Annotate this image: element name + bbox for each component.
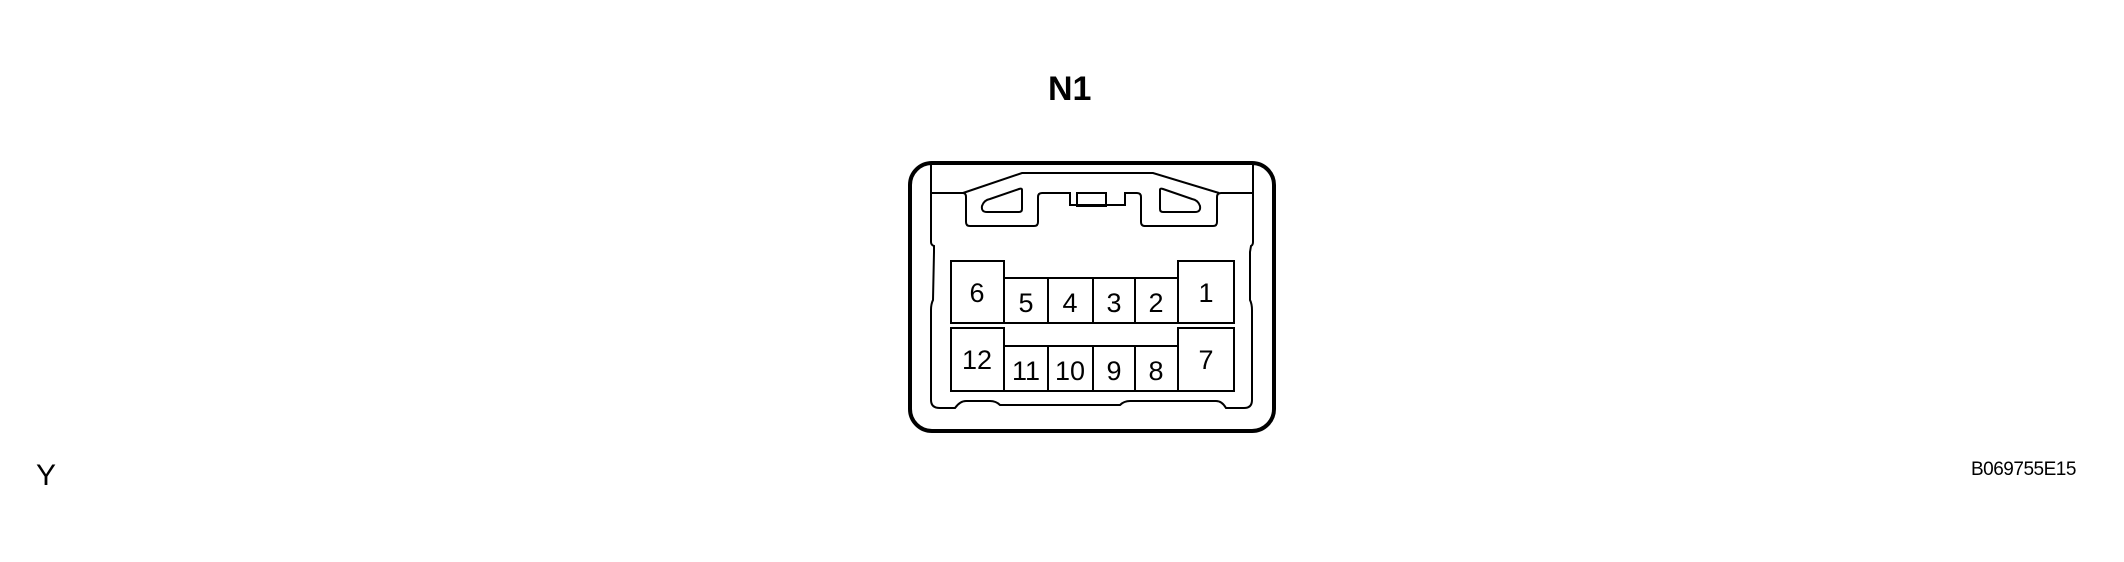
pin-label-11: 11: [1012, 356, 1040, 386]
pin-label-2: 2: [1148, 288, 1163, 318]
figure-code: B069755E15: [1971, 459, 2076, 480]
pin-label-10: 10: [1055, 356, 1085, 386]
pin-7: [1177, 327, 1235, 392]
latch-center-tab: [1076, 192, 1107, 207]
pin-label-12: 12: [962, 345, 992, 375]
pin-label-6: 6: [969, 278, 984, 308]
connector-inner-outline: [930, 163, 1254, 409]
pin-label-4: 4: [1062, 288, 1077, 318]
latch-right-window: [1159, 187, 1202, 213]
connector-color-code: Y: [36, 459, 57, 492]
pin-label-7: 7: [1198, 345, 1213, 375]
pin-label-3: 3: [1106, 288, 1121, 318]
pin-1: [1177, 260, 1235, 324]
latch-left-window: [980, 187, 1023, 213]
connector-housing-outline: [908, 161, 1276, 433]
pin-label-9: 9: [1106, 356, 1121, 386]
latch-outline: [931, 172, 1253, 227]
pin-label-8: 8: [1148, 356, 1163, 386]
pin-row-bottom: [950, 327, 1235, 392]
pin-label-1: 1: [1198, 278, 1213, 308]
pin-label-5: 5: [1018, 288, 1033, 318]
connector-title: N1: [1048, 70, 1092, 108]
pin-row-top: [950, 260, 1235, 324]
